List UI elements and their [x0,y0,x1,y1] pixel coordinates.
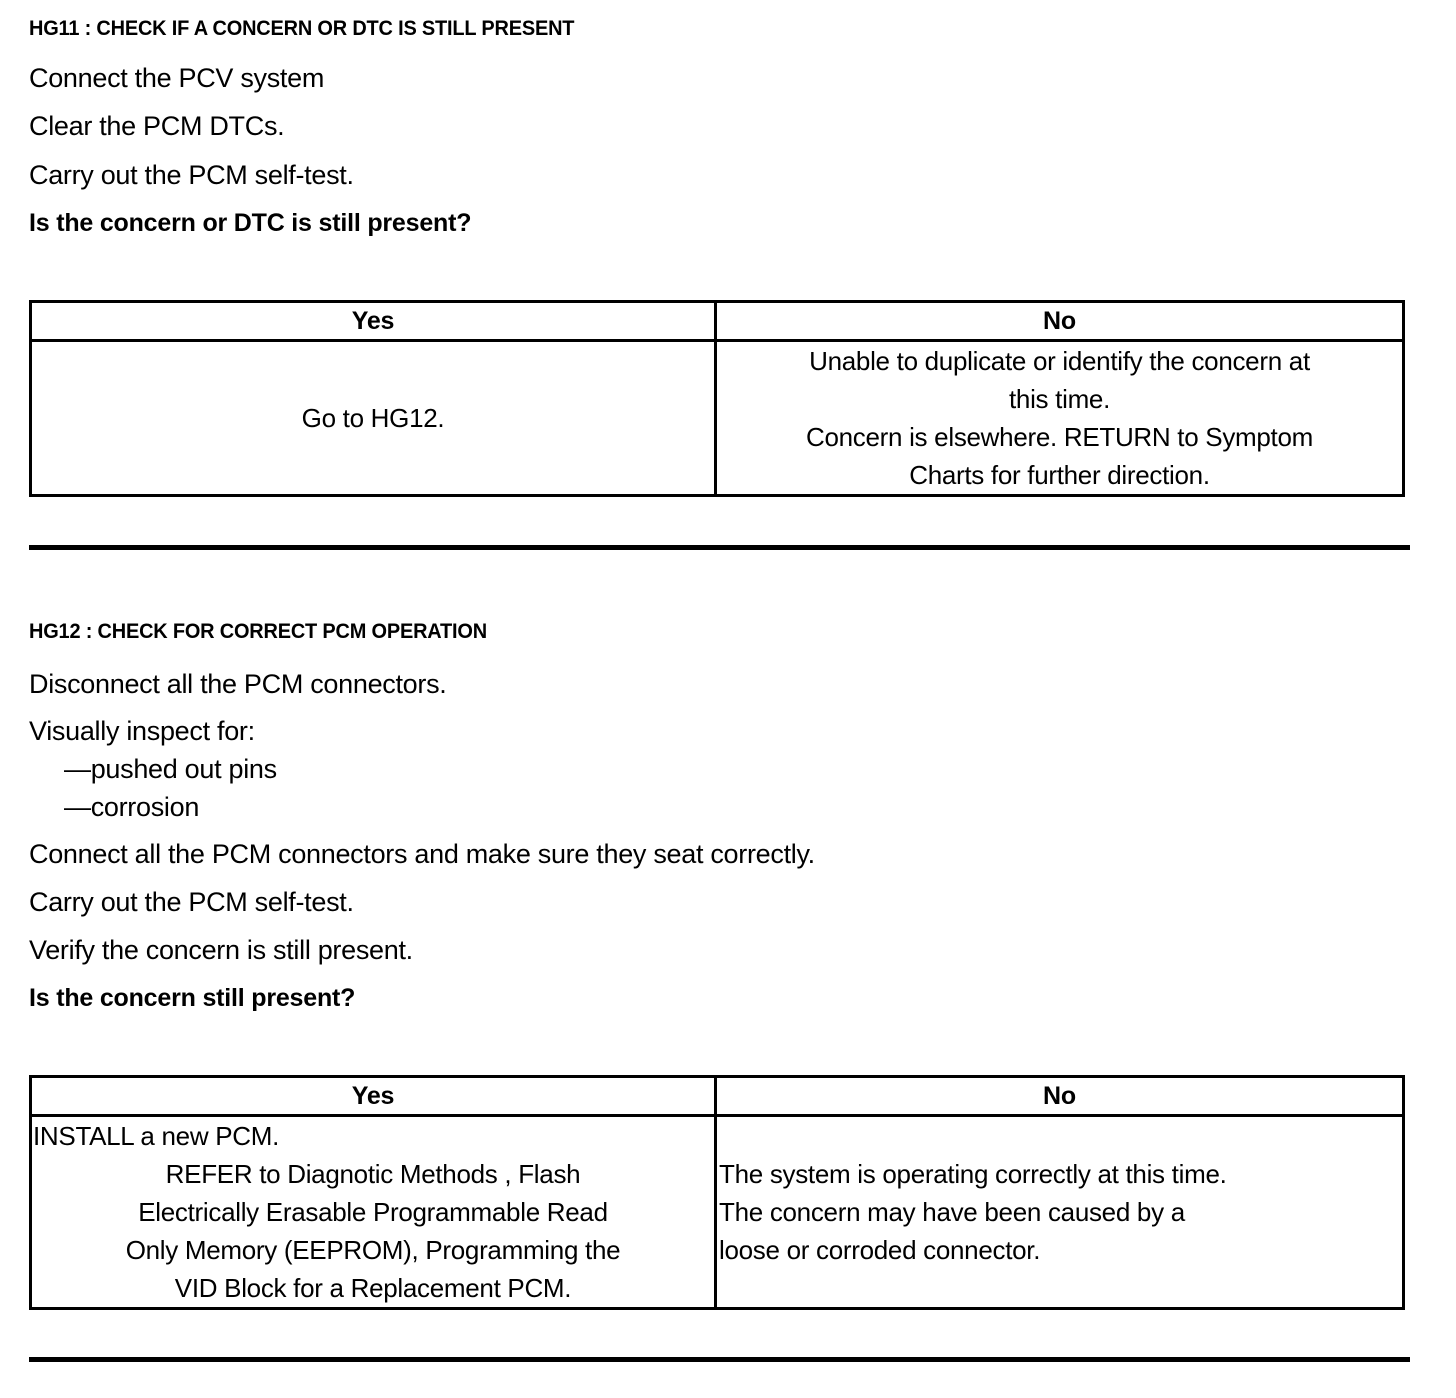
table-cell-hg12-yes: INSTALL a new PCM. REFER to Diagnotic Me… [29,1114,717,1310]
step-line-hg12-3: Connect all the PCM connectors and make … [29,839,815,869]
cell-text-hg12-yes: INSTALL a new PCM. REFER to Diagnotic Me… [32,1117,714,1307]
bullet-line-pushed-out-pins: —pushed out pins [64,754,277,784]
question-line-hg12: Is the concern still present? [29,984,356,1012]
table-header-no: No [714,300,1405,342]
cell-line: this time. [1008,384,1111,414]
cell-line: Concern is elsewhere. RETURN to Symptom [805,422,1314,452]
cell-text-hg11-yes: Go to HG12. [301,403,445,433]
table-header-row: Yes No [29,1075,1405,1117]
table-row: Go to HG12. Unable to duplicate or ident… [29,339,1405,497]
cell-line: INSTALL a new PCM. [33,1121,280,1151]
table-cell-hg11-yes: Go to HG12. [29,339,717,497]
cell-line: The concern may have been caused by a [719,1197,1185,1227]
decision-table-hg12: Yes No INSTALL a new PCM. REFER to Diagn… [29,1075,1405,1310]
cell-text-hg12-no: The system is operating correctly at thi… [717,1155,1402,1269]
section-divider-rule-1 [29,545,1410,550]
step-line-hg11-1: Connect the PCV system [29,63,325,93]
question-line-hg11: Is the concern or DTC is still present? [29,209,472,237]
cell-line: VID Block for a Replacement PCM. [174,1273,572,1303]
table-header-yes: Yes [29,300,717,342]
table-cell-hg11-no: Unable to duplicate or identify the conc… [714,339,1405,497]
cell-line: The system is operating correctly at thi… [719,1159,1227,1189]
step-line-hg12-4: Carry out the PCM self-test. [29,887,354,917]
cell-line: Only Memory (EEPROM), Programming the [125,1235,621,1265]
table-header-no: No [714,1075,1405,1117]
cell-line: REFER to Diagnotic Methods , Flash [165,1159,581,1189]
section-divider-rule-2 [29,1357,1410,1362]
bullet-line-corrosion: —corrosion [64,792,200,822]
table-header-row: Yes No [29,300,1405,342]
step-line-hg12-5: Verify the concern is still present. [29,935,413,965]
cell-text-hg11-no: Unable to duplicate or identify the conc… [717,342,1402,494]
cell-line: Charts for further direction. [909,460,1210,490]
section-heading-hg11: HG11 : CHECK IF A CONCERN OR DTC IS STIL… [29,17,575,40]
step-line-hg11-2: Clear the PCM DTCs. [29,111,285,141]
table-header-yes: Yes [29,1075,717,1117]
table-row: INSTALL a new PCM. REFER to Diagnotic Me… [29,1114,1405,1310]
step-line-hg12-1: Disconnect all the PCM connectors. [29,669,447,699]
decision-table-hg11: Yes No Go to HG12. Unable to duplicate o… [29,300,1405,497]
cell-line: Unable to duplicate or identify the conc… [809,346,1310,376]
table-cell-hg12-no: The system is operating correctly at thi… [714,1114,1405,1310]
cell-line: Electrically Erasable Programmable Read [138,1197,608,1227]
step-line-hg11-3: Carry out the PCM self-test. [29,160,354,190]
cell-line: loose or corroded connector. [719,1235,1041,1265]
section-heading-hg12: HG12 : CHECK FOR CORRECT PCM OPERATION [29,620,487,643]
step-line-hg12-2: Visually inspect for: [29,716,255,746]
